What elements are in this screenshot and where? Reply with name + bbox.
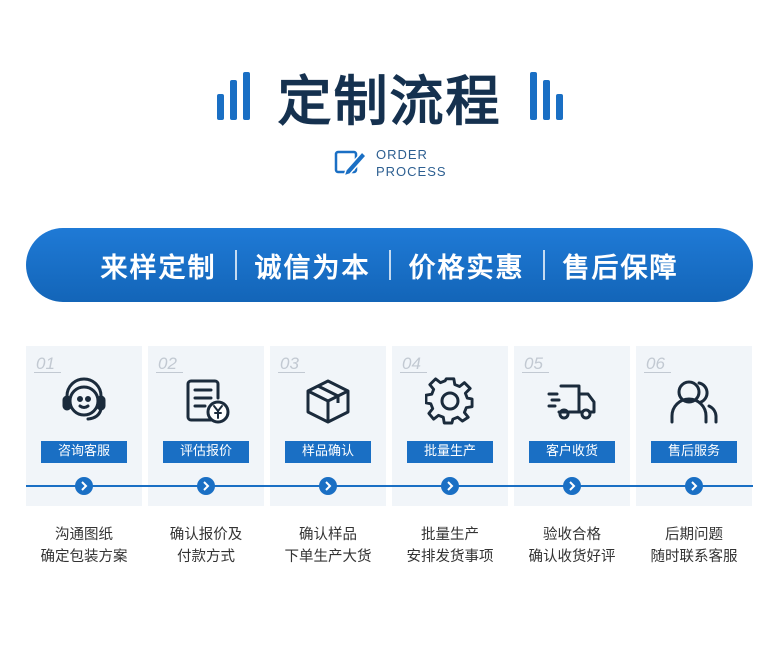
step-description-line: 下单生产大货 xyxy=(284,549,372,565)
timeline-arrow-icon xyxy=(75,477,93,495)
headset-icon xyxy=(62,377,106,421)
slogan-phrase: 诚信为本 xyxy=(254,252,371,284)
step-description-line: 付款方式 xyxy=(177,549,235,565)
box-icon xyxy=(306,379,350,424)
step-card-6: 06 售后服务 xyxy=(636,346,752,506)
timeline-arrow-icon xyxy=(441,477,459,495)
slogan-phrase: 价格实惠 xyxy=(408,252,525,284)
pencil-edit-icon xyxy=(334,150,368,178)
step-number: 02 xyxy=(156,355,183,373)
step-description: 后期问题 随时联系客服 xyxy=(636,524,752,568)
title-row: 定制流程 xyxy=(0,60,779,133)
slogan-divider xyxy=(388,250,391,280)
step-label: 客户收货 xyxy=(529,441,615,463)
subtitle-line-1: ORDER xyxy=(376,147,428,162)
step-description-line: 验收合格 xyxy=(543,527,601,543)
step-number: 05 xyxy=(522,355,549,373)
step-label: 售后服务 xyxy=(651,441,737,463)
step-label: 评估报价 xyxy=(163,441,249,463)
subtitle: ORDER PROCESS xyxy=(334,146,447,180)
slogan-phrase: 来样定制 xyxy=(100,252,217,284)
step-label: 批量生产 xyxy=(407,441,493,463)
users-icon xyxy=(670,380,718,424)
step-label: 咨询客服 xyxy=(41,441,127,463)
slogan-banner: 来样定制 诚信为本 价格实惠 售后保障 xyxy=(26,228,753,302)
step-description-line: 确定包装方案 xyxy=(40,549,128,565)
quote-document-icon xyxy=(186,379,230,424)
delivery-truck-icon xyxy=(547,384,596,420)
step-description: 验收合格 确认收货好评 xyxy=(514,524,630,568)
step-number: 04 xyxy=(400,355,427,373)
timeline-arrow-icon xyxy=(685,477,703,495)
process-steps: 01 咨询客服 02 评估报价 03 xyxy=(26,346,753,506)
step-description-line: 后期问题 xyxy=(665,527,723,543)
right-bars-decoration xyxy=(529,72,563,120)
slogan-divider xyxy=(234,250,237,280)
step-description: 确认报价及 付款方式 xyxy=(148,524,264,568)
step-description-line: 随时联系客服 xyxy=(650,549,738,565)
step-card-3: 03 样品确认 xyxy=(270,346,386,506)
step-description-line: 确认收货好评 xyxy=(528,549,616,565)
step-description-line: 安排发货事项 xyxy=(406,549,494,565)
step-number: 01 xyxy=(34,355,61,373)
gear-icon xyxy=(425,377,474,425)
slogan-phrase: 售后保障 xyxy=(562,252,679,284)
step-description-line: 确认样品 xyxy=(299,527,357,543)
page-title: 定制流程 xyxy=(277,69,502,133)
step-number: 06 xyxy=(644,355,671,373)
step-description-line: 沟通图纸 xyxy=(55,527,113,543)
left-bars-decoration xyxy=(216,72,250,120)
step-description: 批量生产 安排发货事项 xyxy=(392,524,508,568)
timeline-line xyxy=(26,485,753,487)
slogan-divider xyxy=(542,250,545,280)
step-number: 03 xyxy=(278,355,305,373)
step-description: 确认样品 下单生产大货 xyxy=(270,524,386,568)
step-label: 样品确认 xyxy=(285,441,371,463)
timeline-arrow-icon xyxy=(319,477,337,495)
timeline-arrow-icon xyxy=(563,477,581,495)
step-description-line: 确认报价及 xyxy=(169,527,243,543)
step-description: 沟通图纸 确定包装方案 xyxy=(26,524,142,568)
subtitle-line-2: PROCESS xyxy=(376,164,447,179)
timeline-arrow-icon xyxy=(197,477,215,495)
step-description-line: 批量生产 xyxy=(421,527,479,543)
